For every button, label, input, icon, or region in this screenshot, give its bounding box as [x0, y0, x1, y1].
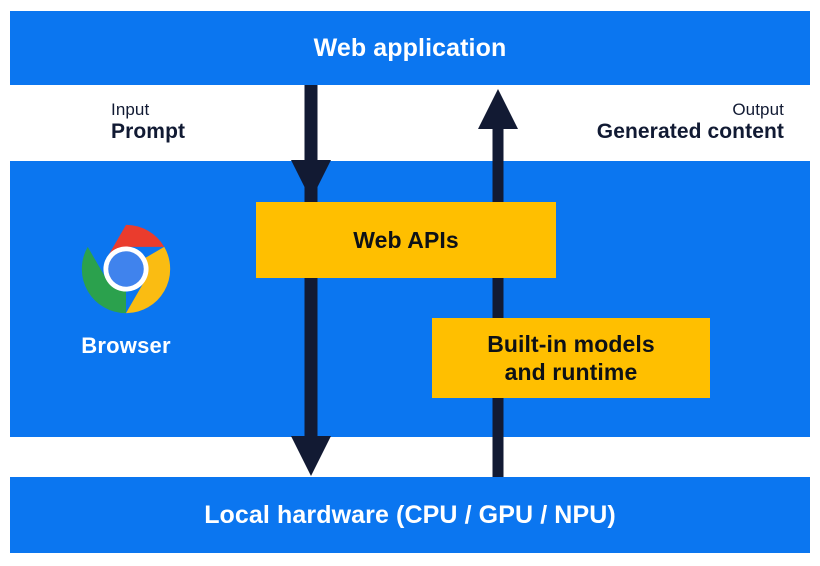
- band-local-hardware: Local hardware (CPU / GPU / NPU): [10, 477, 810, 553]
- flow-label-input-kind: Input: [111, 100, 150, 119]
- flow-label-output: Output Generated content: [597, 100, 784, 145]
- box-builtin-models-label: Built-in models and runtime: [487, 330, 655, 385]
- box-web-apis[interactable]: Web APIs: [256, 202, 556, 278]
- flow-label-input: Input Prompt: [111, 100, 185, 145]
- browser-block: Browser: [56, 221, 196, 359]
- flow-label-input-value: Prompt: [111, 120, 186, 144]
- band-web-application-label: Web application: [313, 33, 507, 62]
- box-web-apis-label: Web APIs: [353, 226, 459, 253]
- band-web-application: Web application: [10, 11, 810, 85]
- chrome-logo-icon: [81, 224, 171, 314]
- flow-label-output-kind: Output: [732, 100, 784, 119]
- band-local-hardware-label: Local hardware (CPU / GPU / NPU): [204, 500, 616, 529]
- box-builtin-models[interactable]: Built-in models and runtime: [432, 318, 710, 398]
- band-browser-label: Browser: [81, 333, 171, 358]
- flow-label-output-value: Generated content: [596, 120, 784, 144]
